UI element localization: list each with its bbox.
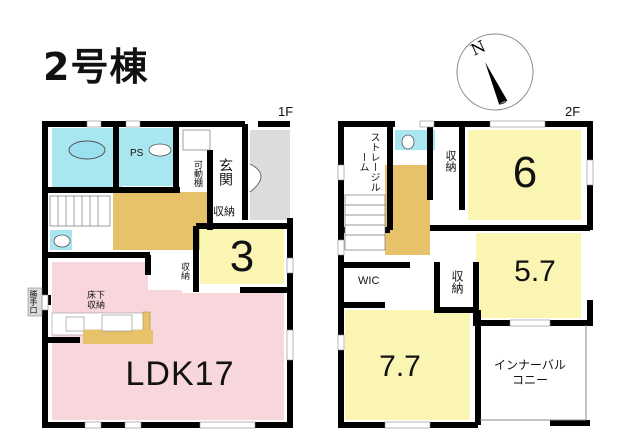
room-5-7-label: 5.7 bbox=[514, 255, 556, 288]
compass-icon: N bbox=[456, 33, 534, 111]
floor-label-2f: 2F bbox=[565, 104, 581, 119]
storage-stairs-label: 収納 bbox=[180, 262, 190, 280]
movable-shelf-label: 可動棚 bbox=[193, 160, 203, 187]
back-door-label: 勝手口 bbox=[29, 290, 38, 314]
room-7-7-label: 7.7 bbox=[379, 350, 421, 383]
underfloor-storage-label: 床下収納 bbox=[86, 290, 105, 310]
inner-balcony-label: インナーバルコニー bbox=[494, 358, 566, 387]
entrance-label: 玄関 bbox=[218, 158, 234, 186]
storage-6-label: 収納 bbox=[444, 150, 456, 172]
ps-label: PS bbox=[130, 148, 144, 159]
page-title: 2号棟 bbox=[43, 45, 149, 89]
storage-room-label: ストレージルーム bbox=[357, 132, 379, 192]
room-ldk-label: LDK17 bbox=[125, 355, 235, 393]
room-3-label: 3 bbox=[229, 232, 255, 281]
room-6-label: 6 bbox=[512, 148, 538, 197]
storage-5-7-label: 収納 bbox=[450, 270, 464, 294]
floor-label-1f: 1F bbox=[278, 104, 294, 119]
wic-label: WIC bbox=[358, 275, 380, 287]
storage-entrance-label: 収納 bbox=[213, 206, 235, 218]
